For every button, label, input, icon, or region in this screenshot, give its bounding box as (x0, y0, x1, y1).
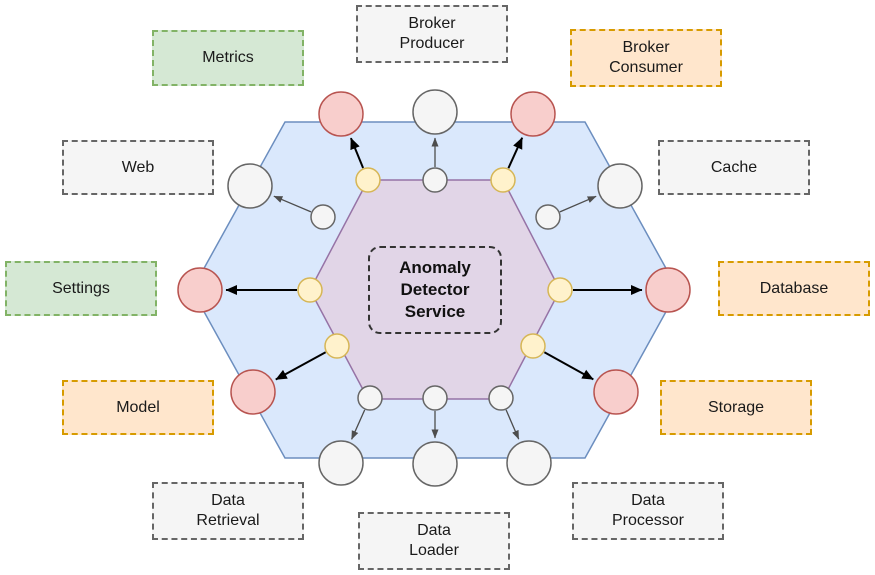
data-retrieval-adapter-node (318, 440, 364, 486)
broker-producer-adapter-node (412, 89, 458, 135)
label-data-loader: Data Loader (358, 512, 510, 570)
cache-port-node (535, 204, 561, 230)
settings-adapter-node (177, 267, 223, 313)
model-arrow (275, 351, 327, 381)
adapter-circles (177, 89, 691, 487)
storage-adapter-node (593, 369, 639, 415)
web-arrow (273, 195, 312, 213)
storage-port-node (520, 333, 546, 359)
broker-consumer-adapter-node (510, 91, 556, 137)
data-processor-arrow (505, 409, 520, 440)
label-database: Database (718, 261, 870, 316)
web-adapter-node (227, 163, 273, 209)
connector-arrows (225, 137, 643, 440)
cache-adapter-node (597, 163, 643, 209)
broker-consumer-arrow (507, 137, 524, 169)
data-loader-port-node (422, 385, 448, 411)
label-data-processor: Data Processor (572, 482, 724, 540)
database-port-node (547, 277, 573, 303)
storage-arrow (543, 351, 594, 381)
web-port-node (310, 204, 336, 230)
metrics-arrow (349, 137, 365, 169)
broker-consumer-port-node (490, 167, 516, 193)
data-loader-adapter-node (412, 441, 458, 487)
cache-arrow (559, 195, 597, 213)
settings-port-node (297, 277, 323, 303)
label-web: Web (62, 140, 214, 195)
label-model: Model (62, 380, 214, 435)
label-storage: Storage (660, 380, 812, 435)
label-data-retrieval: Data Retrieval (152, 482, 304, 540)
center-service-label: Anomaly Detector Service (368, 246, 502, 334)
label-settings: Settings (5, 261, 157, 316)
broker-producer-port-node (422, 167, 448, 193)
label-cache: Cache (658, 140, 810, 195)
metrics-adapter-node (318, 91, 364, 137)
data-retrieval-arrow (351, 409, 366, 440)
data-processor-adapter-node (506, 440, 552, 486)
label-metrics: Metrics (152, 30, 304, 86)
model-adapter-node (230, 369, 276, 415)
port-circles (297, 167, 573, 411)
metrics-port-node (355, 167, 381, 193)
database-adapter-node (645, 267, 691, 313)
label-broker-consumer: Broker Consumer (570, 29, 722, 87)
model-port-node (324, 333, 350, 359)
data-retrieval-port-node (357, 385, 383, 411)
label-broker-producer: Broker Producer (356, 5, 508, 63)
data-processor-port-node (488, 385, 514, 411)
